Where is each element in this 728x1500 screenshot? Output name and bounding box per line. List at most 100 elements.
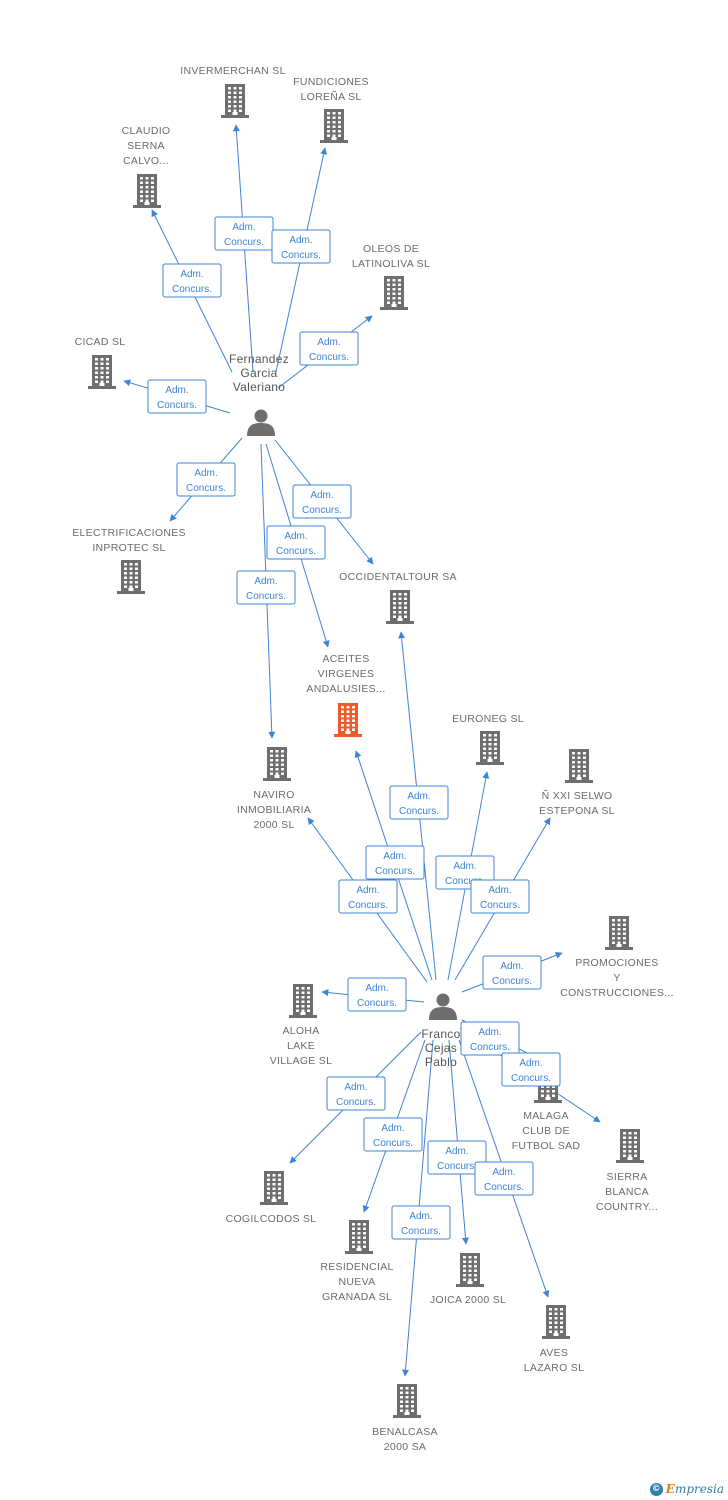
company-name-line: CICAD SL (75, 336, 126, 348)
relation-label-text: Adm. (381, 1123, 404, 1134)
relation-label-text: Concurs. (246, 591, 286, 602)
relation-label-text: Adm. (284, 531, 307, 542)
relation-label[interactable]: Adm.Concurs. (389, 785, 449, 820)
relation-label-text: Adm. (445, 1146, 468, 1157)
company-building-icon[interactable] (605, 916, 633, 950)
relation-label[interactable]: Adm.Concurs. (326, 1076, 386, 1111)
person-name-line: Pablo (425, 1055, 457, 1069)
relation-label-text: Adm. (254, 576, 277, 587)
relation-label-text: Adm. (317, 337, 340, 348)
relation-label[interactable]: Adm.Concurs. (363, 1117, 423, 1152)
relation-label-text: Concurs. (281, 250, 321, 261)
company-building-icon[interactable] (616, 1129, 644, 1163)
relation-label[interactable]: Adm.Concurs. (460, 1021, 520, 1056)
company-name-line: CLUB DE (522, 1125, 570, 1137)
company-name: OCCIDENTALTOUR SA (339, 571, 457, 583)
company-name-line: CONSTRUCCIONES... (560, 987, 674, 999)
relation-label[interactable]: Adm. Concurs. (427, 1140, 487, 1175)
relation-label-text: Adm. (310, 490, 333, 501)
relation-label[interactable]: Adm. Concurs. (236, 570, 296, 605)
relation-label-text: Concurs. (186, 483, 226, 494)
relation-label[interactable]: Adm.Concurs. (162, 263, 222, 298)
company-name-line: FUNDICIONES (293, 76, 369, 88)
company-name-line: OCCIDENTALTOUR SA (339, 571, 457, 583)
company-name-line: LATINOLIVA SL (352, 258, 430, 270)
relation-label-text: Adm. (488, 885, 511, 896)
company-name-line: Y (613, 972, 620, 984)
company-building-icon[interactable] (289, 984, 317, 1018)
company-building-icon[interactable] (260, 1171, 288, 1205)
company-building-icon[interactable] (221, 84, 249, 118)
relation-label-text: Adm. (165, 385, 188, 396)
relation-label[interactable]: Adm.Concurs. (391, 1205, 451, 1240)
company-building-icon[interactable] (542, 1305, 570, 1339)
relation-label[interactable]: Adm.Concurs. (176, 462, 236, 497)
relation-label-text: Adm. (478, 1027, 501, 1038)
person-icon[interactable] (247, 409, 275, 437)
company-building-icon[interactable] (345, 1220, 373, 1254)
relation-label[interactable]: Adm.Concurs. (501, 1052, 561, 1087)
relation-label-text: Concurs. (480, 900, 520, 911)
relation-label-text: Concurs. (437, 1161, 477, 1172)
relation-label-text: Adm. (289, 235, 312, 246)
relation-label-text: Concurs. (484, 1182, 524, 1193)
relation-label-text: Adm. (344, 1082, 367, 1093)
company-building-icon[interactable] (263, 747, 291, 781)
company-name-line: NUEVA (339, 1276, 376, 1288)
relation-label[interactable]: Adm.Concurs. (474, 1161, 534, 1196)
company-name-line: LAZARO SL (524, 1362, 584, 1374)
relation-label-text: Concurs. (224, 237, 264, 248)
relation-label-text: Adm. (232, 222, 255, 233)
company-building-icon[interactable] (88, 355, 116, 389)
relation-label[interactable]: Adm.Concurs. (365, 845, 425, 880)
copyright-icon: © (649, 1482, 663, 1496)
company-building-icon[interactable] (386, 590, 414, 624)
company-building-icon[interactable] (320, 109, 348, 143)
company-building-icon[interactable] (117, 560, 145, 594)
relation-label-text: Adm. (453, 861, 476, 872)
company-name-line: CALVO... (123, 155, 169, 167)
relation-label[interactable]: Adm.Concurs. (147, 379, 207, 414)
relation-label[interactable]: Adm.Concurs. (347, 977, 407, 1012)
relation-label[interactable]: Adm. Concurs. (214, 216, 274, 251)
relation-label-text: Adm. (407, 791, 430, 802)
company-name-line: PROMOCIONES (575, 957, 658, 969)
company-building-icon[interactable] (476, 731, 504, 765)
company-building-icon[interactable] (133, 174, 161, 208)
relation-label-text: Concurs. (511, 1073, 551, 1084)
company-name-line: INMOBILIARIA (237, 804, 311, 816)
relation-label[interactable]: Adm.Concurs. (482, 955, 542, 990)
relation-label[interactable]: Adm.Concurs. (338, 879, 398, 914)
relation-label[interactable]: Adm. Concurs. (271, 229, 331, 264)
company-name-line: INPROTEC SL (92, 542, 165, 554)
person-name-line: Fernandez (229, 352, 289, 366)
company-name: JOICA 2000 SL (430, 1294, 506, 1306)
relation-label-text: Concurs. (172, 284, 212, 295)
company-name-line: ANDALUSIES... (306, 683, 385, 695)
company-name-line: Ñ XXI SELWO (542, 789, 613, 802)
company-building-icon[interactable] (393, 1384, 421, 1418)
company-building-icon[interactable] (456, 1253, 484, 1287)
relation-label[interactable]: Adm. Concurs. (470, 879, 530, 914)
relation-label[interactable]: Adm.Concurs. (266, 525, 326, 560)
highlighted-company-building-icon[interactable] (334, 703, 362, 737)
relation-label[interactable]: Adm.Concurs. (299, 331, 359, 366)
person-icon[interactable] (429, 993, 457, 1021)
person-name-line: Valeriano (233, 380, 286, 394)
footer-brand: © Empresia (649, 1482, 724, 1496)
company-name-line: VIRGENES (318, 668, 375, 680)
relation-label-text: Adm. (356, 885, 379, 896)
company-building-icon[interactable] (380, 276, 408, 310)
relation-label[interactable]: Adm.Concurs. (292, 484, 352, 519)
company-name-line: EURONEG SL (452, 713, 524, 725)
person-name-line: Garcia (240, 366, 277, 380)
company-building-icon[interactable] (565, 749, 593, 783)
